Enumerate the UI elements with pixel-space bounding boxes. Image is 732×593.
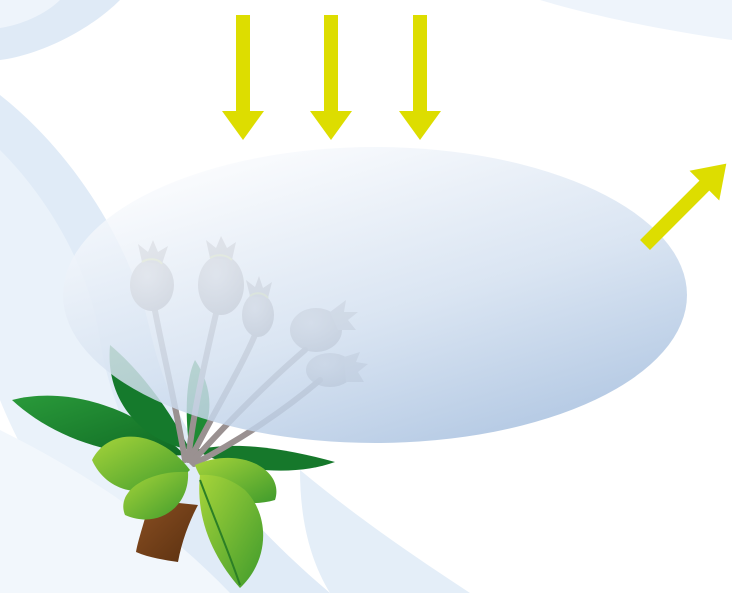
outgoing-radiation-arrow (630, 149, 732, 260)
incoming-radiation-arrow-3 (399, 15, 441, 140)
incoming-radiation-arrow-2 (310, 15, 352, 140)
background-swirl-bottom-right (300, 470, 470, 593)
background-swirl-right-top (540, 0, 732, 40)
cloud (63, 147, 687, 443)
incoming-radiation-arrow-1 (222, 15, 264, 140)
